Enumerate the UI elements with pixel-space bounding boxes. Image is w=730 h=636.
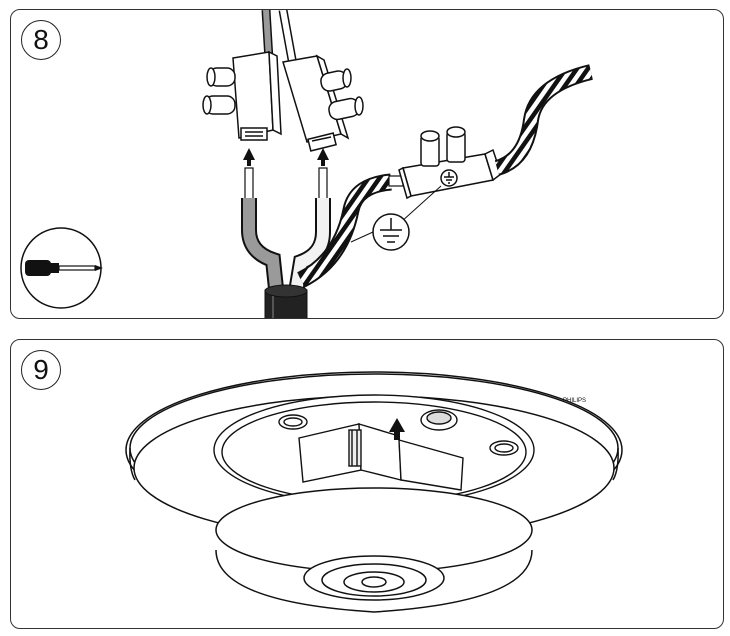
earth-wire-striped (297, 175, 392, 286)
arrow-up-icon (243, 148, 329, 166)
step-9-number: 9 (33, 354, 49, 385)
driver-box (298, 423, 464, 491)
cable-sheath (264, 284, 308, 318)
terminal-block-right (282, 54, 364, 152)
arrow-up-icon (389, 418, 405, 440)
step-8-number: 8 (33, 24, 49, 55)
step-8-wiring-illustration (20, 10, 593, 318)
step-8-badge: 8 (21, 20, 61, 60)
terminal-block-left (202, 50, 282, 141)
stripped-conductors (244, 167, 328, 201)
gray-wire (243, 198, 283, 299)
step-9-panel: 9 (10, 339, 724, 629)
diffuser-dome (215, 487, 533, 613)
ground-earth-icon (372, 213, 410, 251)
earth-wire-out (495, 66, 593, 174)
step-8-panel: 8 (10, 9, 724, 319)
earth-terminal-block (398, 126, 502, 200)
step-9-lamp-illustration: PHILIPS (125, 371, 623, 613)
step-9-badge: 9 (21, 350, 61, 390)
screwdriver-icon (20, 227, 103, 309)
white-wire (289, 198, 329, 299)
brand-mark: PHILIPS (563, 398, 586, 404)
